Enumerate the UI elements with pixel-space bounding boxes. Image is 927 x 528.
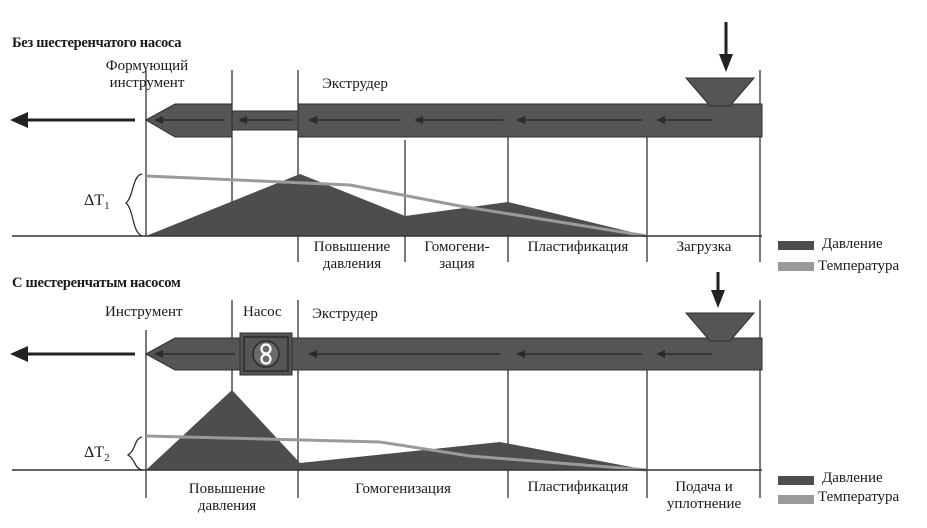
bottom-zone-3-line1: Пластификация	[527, 479, 629, 495]
bottom-extruder-label: Экструдер	[312, 306, 378, 322]
top-delta-t-label: ΔT1	[84, 192, 110, 212]
top-extruder-label: Экструдер	[322, 76, 388, 92]
top-output-arrow	[10, 112, 135, 128]
bottom-temperature-profile	[145, 434, 648, 472]
bottom-pump-label: Насос	[243, 304, 282, 320]
top-zone-4-line1: Загрузка	[676, 239, 732, 255]
bottom-zone-homogenization: Гомогенизация	[300, 481, 506, 498]
bottom-zone-plastification: Пластификация	[510, 479, 646, 496]
top-zone-1-line2: давления	[322, 256, 382, 272]
top-flow-arrows	[154, 116, 712, 124]
top-zone-2-line1: Гомогени-	[424, 239, 490, 255]
top-tool-label: Формующий инструмент	[92, 58, 202, 92]
bottom-zone-2-line1: Гомогенизация	[355, 481, 451, 497]
bottom-hopper	[684, 312, 756, 342]
top-panel	[10, 22, 763, 262]
top-hopper	[684, 77, 756, 107]
bottom-tool-label: Инструмент	[105, 304, 183, 320]
bottom-zone-1-line2: давления	[197, 498, 257, 514]
bottom-legend-temperature-label: Температура	[818, 489, 900, 505]
bottom-feed-arrow	[711, 272, 725, 308]
bottom-zone-4-line2: уплотнение	[666, 496, 742, 512]
bottom-output-arrow	[10, 346, 135, 362]
top-zone-feed: Загрузка	[649, 239, 759, 256]
bottom-legend-pressure-swatch	[778, 476, 814, 485]
top-delta-symbol: ΔT	[84, 192, 105, 209]
bottom-zone-4-line1: Подача и	[675, 479, 733, 495]
top-feed-arrow	[719, 22, 733, 72]
top-tool-label-line2: инструмент	[109, 75, 185, 91]
top-zone-pressure-build: Повышение давления	[300, 239, 404, 273]
top-legend-pressure-label: Давление	[822, 236, 883, 252]
bottom-delta-brace	[126, 436, 143, 471]
gear-pump-icon	[260, 343, 272, 365]
top-title: Без шестеренчатого насоса	[12, 35, 182, 51]
bottom-legend-temperature-swatch	[778, 495, 814, 504]
top-delta-brace	[125, 173, 143, 237]
top-legend-temperature-swatch	[778, 262, 814, 271]
top-legend-pressure-swatch	[778, 241, 814, 250]
bottom-pump-inner	[243, 336, 289, 372]
bottom-delta-sub: 2	[104, 452, 110, 465]
bottom-delta-t-label: ΔT2	[84, 444, 110, 464]
bottom-flow-arrows	[154, 350, 712, 358]
legend-swatches	[778, 241, 814, 504]
bottom-title: С шестеренчатым насосом	[12, 275, 181, 291]
bottom-panel	[10, 272, 763, 498]
top-zone-plastification: Пластификация	[510, 239, 646, 256]
bottom-zone-pressure-build: Повышение давления	[162, 481, 292, 515]
top-zone-3-line1: Пластификация	[527, 239, 629, 255]
top-zone-1-line1: Повышение	[313, 239, 391, 255]
top-zone-homogenization: Гомогени- зация	[407, 239, 507, 273]
top-zone-2-line2: зация	[439, 256, 475, 272]
bottom-legend-pressure-label: Давление	[822, 470, 883, 486]
bottom-zone-feed-compaction: Подача и уплотнение	[649, 479, 759, 513]
bottom-delta-symbol: ΔT	[84, 444, 105, 461]
top-delta-sub: 1	[104, 200, 110, 213]
top-legend-temperature-label: Температура	[818, 258, 900, 274]
bottom-pressure-profile	[146, 390, 647, 470]
top-tool-label-line1: Формующий	[105, 58, 189, 74]
bottom-zone-1-line1: Повышение	[188, 481, 266, 497]
top-temperature-profile	[145, 174, 648, 238]
top-pressure-profile	[146, 174, 647, 236]
